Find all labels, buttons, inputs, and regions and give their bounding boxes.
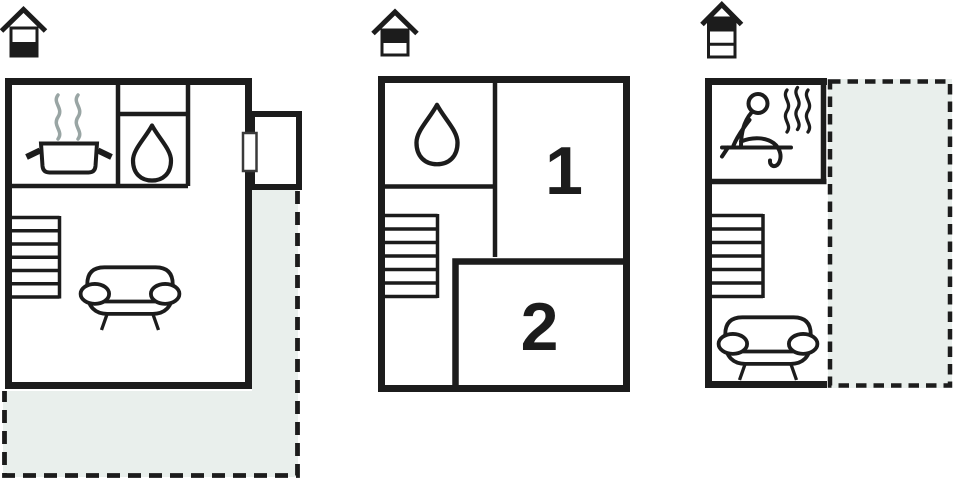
hotpot-steam-icon — [25, 93, 113, 175]
level-icon-filled-band — [380, 28, 410, 43]
pot-icon — [38, 141, 100, 175]
sauna-person-icon — [720, 85, 812, 169]
steam-icon — [54, 93, 82, 141]
sauna-person-body — [731, 110, 783, 169]
floor-plan-c — [700, 0, 953, 388]
outer-wall-c — [705, 78, 827, 388]
level-icon-roof — [0, 6, 48, 33]
sauna-person-head — [746, 92, 770, 115]
level-icon-filled-band — [9, 42, 39, 57]
sauna-bench — [720, 145, 793, 159]
floor-plan-a — [0, 6, 302, 478]
pot-handles — [25, 147, 113, 160]
water-drop-icon — [414, 102, 460, 167]
level-icon-filled-band — [707, 16, 737, 32]
stairs-icon — [8, 215, 62, 299]
porch — [249, 111, 302, 190]
level-icon-roof — [371, 8, 419, 36]
sauna-room-walls — [708, 78, 827, 185]
inner-walls-b — [385, 83, 498, 257]
room-1-label: 1 — [545, 133, 583, 209]
room-2-walls — [452, 258, 624, 386]
room-2-label: 2 — [521, 289, 559, 365]
level-icon-upper-floor — [371, 8, 419, 57]
stairs-icon — [712, 213, 765, 299]
inner-walls-a — [10, 82, 191, 189]
level-icon-top-floor — [700, 0, 744, 59]
level-icon-roof — [700, 0, 744, 27]
water-drop-icon — [130, 123, 174, 183]
level-icon-bottom-floor — [0, 6, 48, 58]
steam-icon — [783, 85, 812, 134]
terrace-dashed-border — [2, 191, 300, 478]
terrace-area — [3, 188, 298, 477]
outer-wall-a — [5, 78, 252, 389]
door — [241, 131, 258, 173]
balcony-dashed-border — [827, 79, 953, 388]
stairs-icon — [382, 213, 440, 299]
outer-wall-b — [378, 76, 630, 392]
floor-plan-b: 1 2 — [371, 8, 630, 392]
balcony-area — [828, 79, 952, 388]
